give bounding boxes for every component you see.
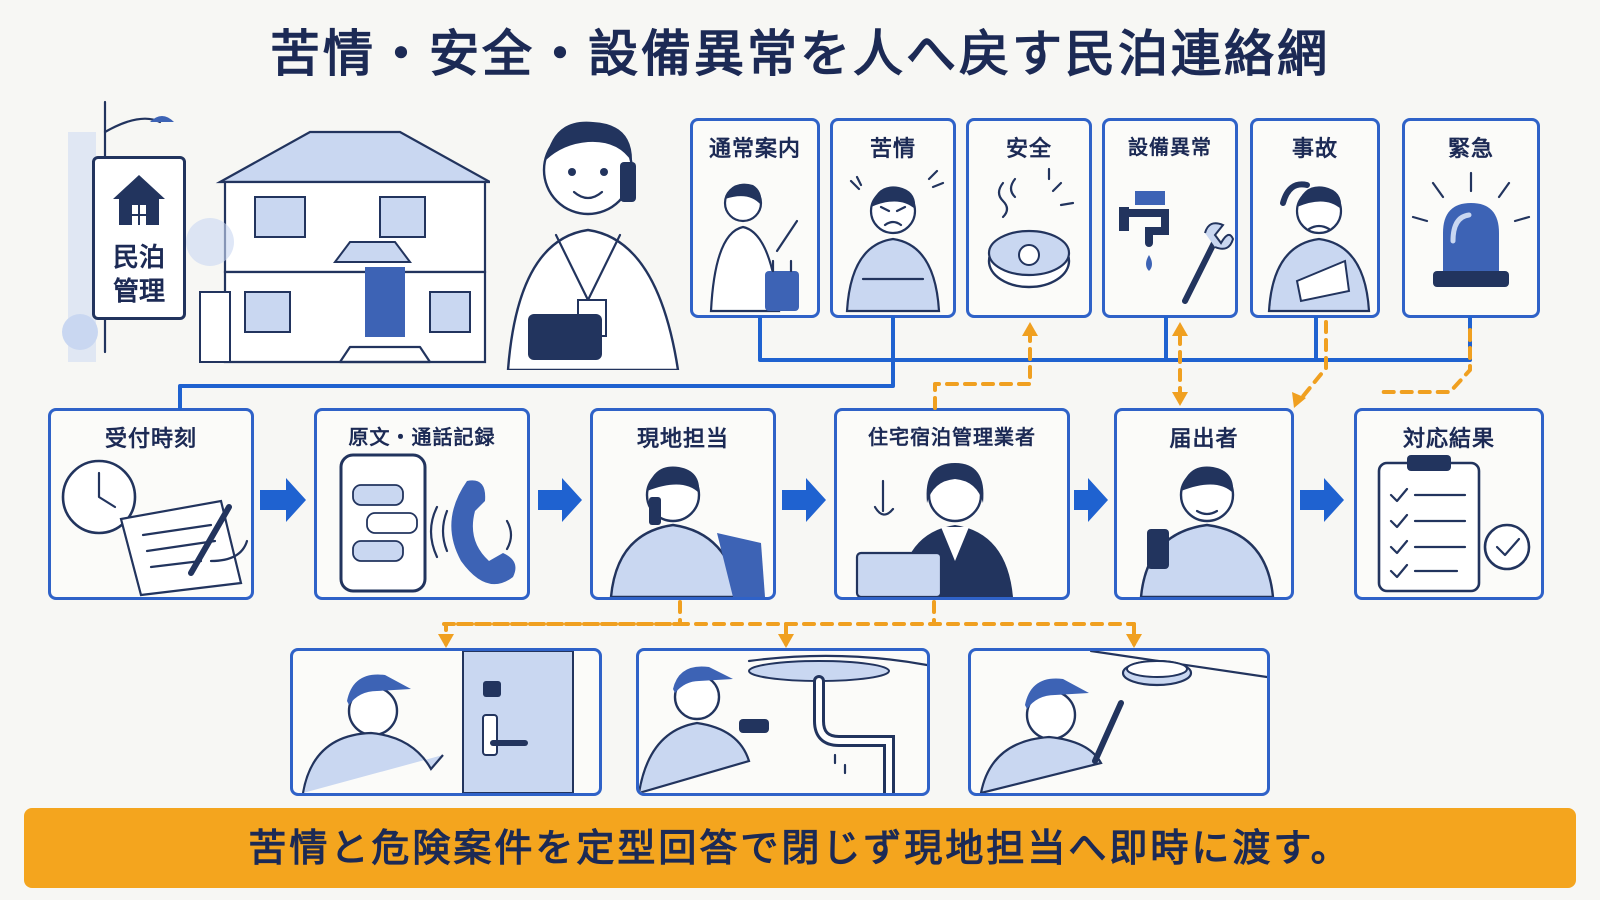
registrant-with-phone-icon [1139, 466, 1275, 597]
leaking-pipe-icon [639, 654, 927, 793]
flow-step-lodging-manager[interactable]: 住宅宿泊管理業者 [834, 408, 1070, 600]
flow-arrow-2 [538, 478, 582, 522]
flow-step-label: 現地担当 [636, 427, 729, 452]
category-bus-lines [178, 316, 1472, 410]
flow-step-label: 届出者 [1169, 427, 1239, 452]
field-task-pipe-inspection[interactable] [636, 648, 930, 796]
flow-step-transcript-call-log[interactable]: 原文・通話記録 [314, 408, 530, 600]
field-task-lock-inspection[interactable] [290, 648, 602, 796]
category-normal-guidance[interactable]: 通常案内 [690, 118, 820, 318]
category-equipment-fault[interactable]: 設備異常 [1102, 118, 1238, 318]
category-complaint[interactable]: 苦情 [830, 118, 956, 318]
category-safety[interactable]: 安全 [966, 118, 1092, 318]
flow-step-label: 対応結果 [1402, 427, 1495, 452]
flow-step-outcome[interactable]: 対応結果 [1354, 408, 1544, 600]
category-label: 苦情 [869, 137, 916, 162]
flow-arrow-5 [1300, 478, 1344, 522]
sign-label: 民泊 管理 [112, 243, 165, 307]
escalation-arrowheads [438, 322, 1306, 648]
category-label: 緊急 [1447, 137, 1494, 162]
page-title: 苦情・安全・設備異常を人へ戻す民泊連絡網 [270, 25, 1330, 83]
clock-and-notepad-icon [61, 459, 249, 597]
category-label: 設備異常 [1128, 135, 1212, 159]
dripping-faucet-wrench-icon [1119, 191, 1235, 304]
minpaku-management-sign: 民泊 管理 [92, 156, 186, 320]
injured-person-icon [1267, 181, 1371, 313]
summary-banner: 苦情と危険案件を定型回答で閉じず現地担当へ即時に渡す。 [24, 808, 1576, 888]
flow-step-registrant[interactable]: 届出者 [1114, 408, 1294, 600]
category-emergency[interactable]: 緊急 [1402, 118, 1540, 318]
smoke-detector-icon [979, 651, 1267, 793]
flow-arrow-4 [1074, 478, 1108, 522]
escalation-dashed-lines [442, 320, 1472, 646]
field-staff-on-phone-icon [609, 466, 765, 597]
category-label: 通常案内 [708, 137, 801, 162]
field-task-alarm-inspection[interactable] [968, 648, 1270, 796]
guest-with-suitcase-icon [709, 183, 799, 313]
staff-on-phone-illustration [478, 100, 698, 370]
minpaku-house-illustration [50, 92, 490, 372]
category-label: 安全 [1005, 137, 1052, 162]
flow-arrow-3 [782, 478, 826, 522]
flow-step-label: 原文・通話記録 [348, 425, 496, 449]
category-accident[interactable]: 事故 [1250, 118, 1380, 318]
flow-step-label: 受付時刻 [104, 427, 197, 452]
checklist-clipboard-icon [1377, 455, 1531, 593]
flow-arrow-1 [260, 478, 306, 522]
door-lock-icon [301, 651, 574, 793]
manager-with-laptop-icon [855, 463, 1013, 597]
flow-step-receipt-time[interactable]: 受付時刻 [48, 408, 254, 600]
smoke-detector-icon [987, 167, 1075, 289]
smartphone-chat-icon [339, 453, 516, 593]
flow-step-local-staff[interactable]: 現地担当 [590, 408, 776, 600]
emergency-siren-icon [1411, 171, 1531, 287]
angry-guest-icon [845, 169, 945, 313]
flow-arrows [260, 478, 1344, 522]
category-label: 事故 [1291, 137, 1338, 162]
flow-step-label: 住宅宿泊管理業者 [868, 425, 1036, 449]
